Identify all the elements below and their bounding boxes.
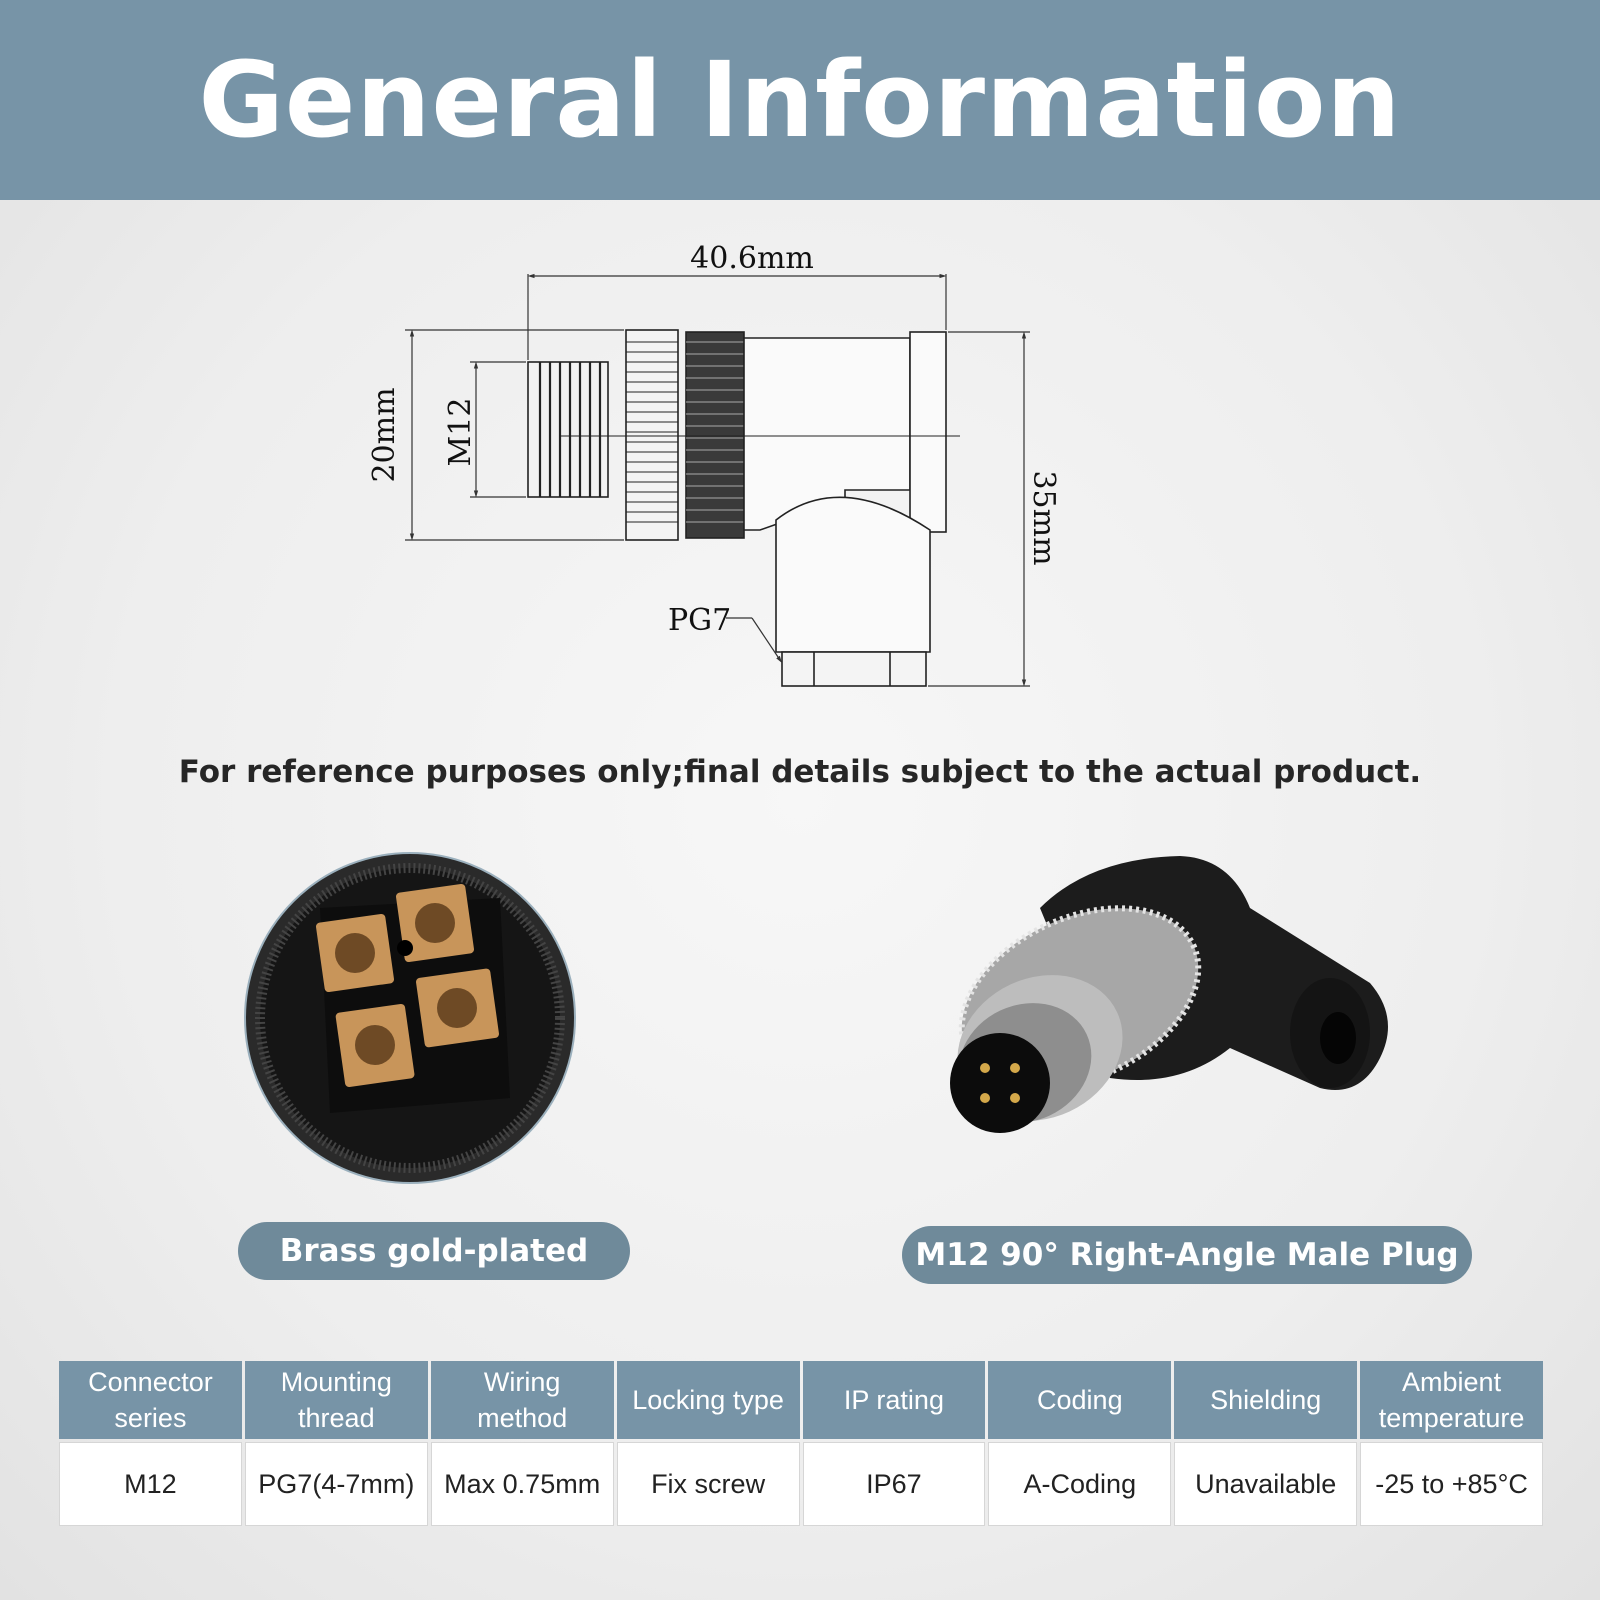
brass-contacts [315, 883, 499, 1087]
plug-caption-pill: M12 90° Right-Angle Male Plug [902, 1226, 1472, 1284]
header-ip-rating: IP rating [802, 1361, 986, 1439]
dimension-drawing: 40.6mm 20mm M12 35mm PG7 [367, 241, 1061, 687]
page-title: General Information [198, 39, 1402, 161]
value-mounting-thread: PG7(4-7mm) [244, 1442, 428, 1526]
value-connector-series: M12 [59, 1442, 242, 1526]
plug-photo [950, 856, 1388, 1133]
header-banner: General Information [0, 0, 1600, 200]
height-left-dimension-label: 20mm [367, 387, 402, 482]
plug-pins [980, 1063, 1020, 1103]
header-coding: Coding [988, 1361, 1172, 1439]
width-dimension-label: 40.6mm [690, 241, 814, 276]
value-wiring-method: Max 0.75mm [430, 1442, 614, 1526]
brass-caption-pill: Brass gold-plated [238, 1222, 630, 1280]
brass-caption-text: Brass gold-plated [279, 1233, 589, 1269]
value-ip-rating: IP67 [802, 1442, 986, 1526]
reference-disclaimer: For reference purposes only;final detail… [178, 754, 1422, 790]
contacts-photo [244, 852, 576, 1184]
value-ambient-temperature: -25 to +85°C [1360, 1442, 1543, 1526]
connector-outline [527, 329, 960, 687]
height-right-dimension-label: 35mm [1026, 470, 1061, 565]
value-coding: A-Coding [988, 1442, 1172, 1526]
value-locking-type: Fix screw [616, 1442, 800, 1526]
value-shielding: Unavailable [1174, 1442, 1358, 1526]
header-shielding: Shielding [1174, 1361, 1358, 1439]
plug-caption-text: M12 90° Right-Angle Male Plug [915, 1237, 1459, 1273]
spec-value-row: M12 PG7(4-7mm) Max 0.75mm Fix screw IP67… [59, 1442, 1543, 1526]
thread-dimension-label: M12 [443, 398, 478, 467]
gland-label: PG7 [668, 603, 731, 638]
header-locking-type: Locking type [616, 1361, 800, 1439]
